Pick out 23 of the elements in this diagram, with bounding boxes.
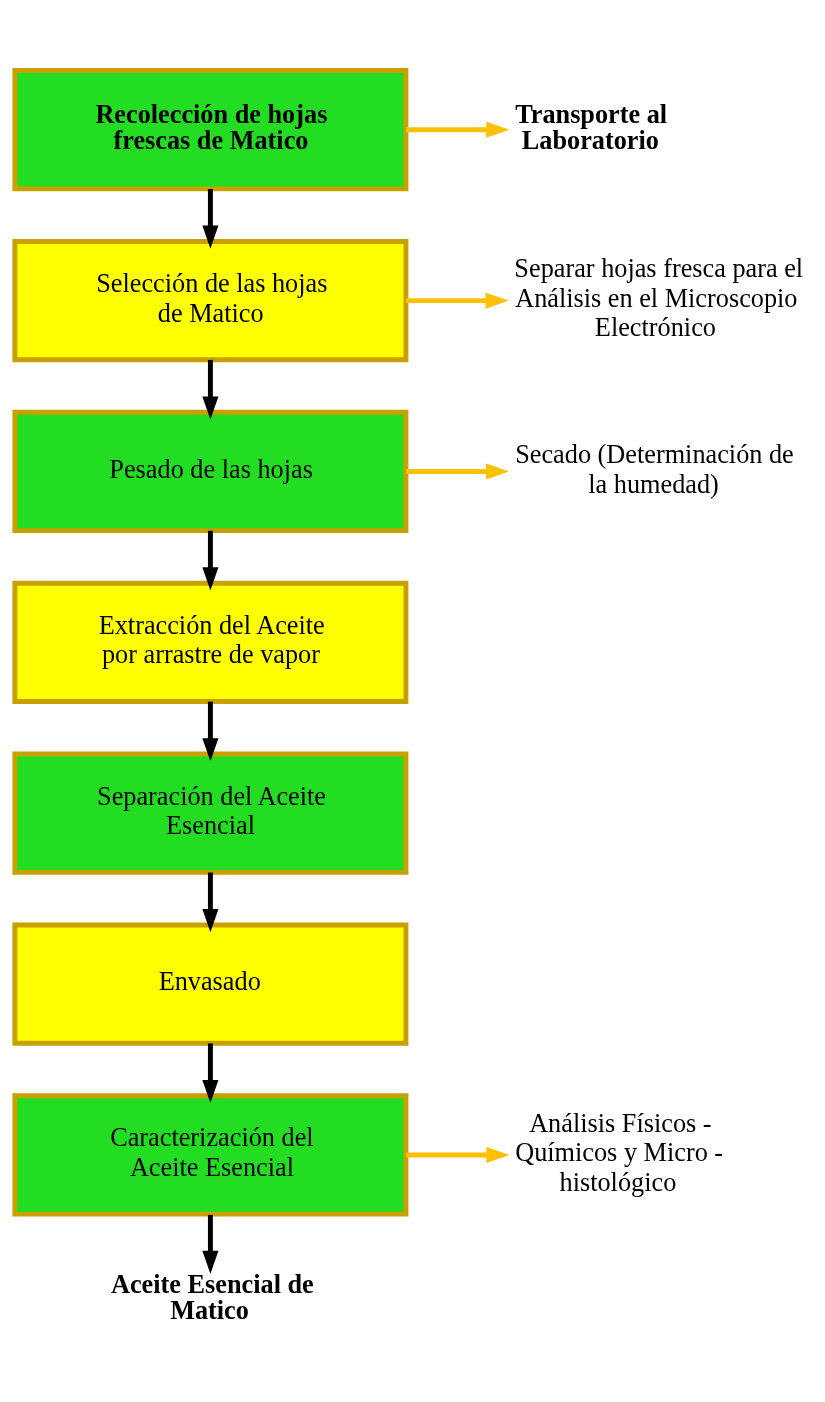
node-text: Análisis Físicos - Químicos y Micro - histológico [515,1108,724,1197]
node-text: Separar hojas fresca para el Análisis en el Microscopio Electrónico [514,253,804,342]
arrow [202,872,219,932]
node-box: Pesado de las hojas [12,409,409,533]
arrow [202,188,219,249]
node-box: Caracterización del Aceite Esencial [12,1092,409,1217]
node-text: Transporte al Laboratorio [515,99,668,155]
arrow [406,1146,510,1163]
arrow [406,292,509,309]
arrow [202,701,219,761]
arrow [202,530,219,590]
arrow [406,121,510,138]
node-box: Extracción del Aceite por arrastre de vapor [12,580,409,704]
node-box: Envasado [12,922,409,1046]
arrow [406,462,510,480]
node-box: Separación del Aceite Esencial [12,751,409,875]
node-box: Selección de las hojas de Matico [12,238,409,362]
arrow [202,1214,219,1274]
arrow [202,359,219,419]
node-text: Aceite Esencial de Matico [111,1269,314,1325]
node-box: Recolección de hojas frescas de Matico [12,67,409,191]
node-text: Secado (Determinación de la humedad) [515,439,794,499]
arrow [202,1042,219,1103]
